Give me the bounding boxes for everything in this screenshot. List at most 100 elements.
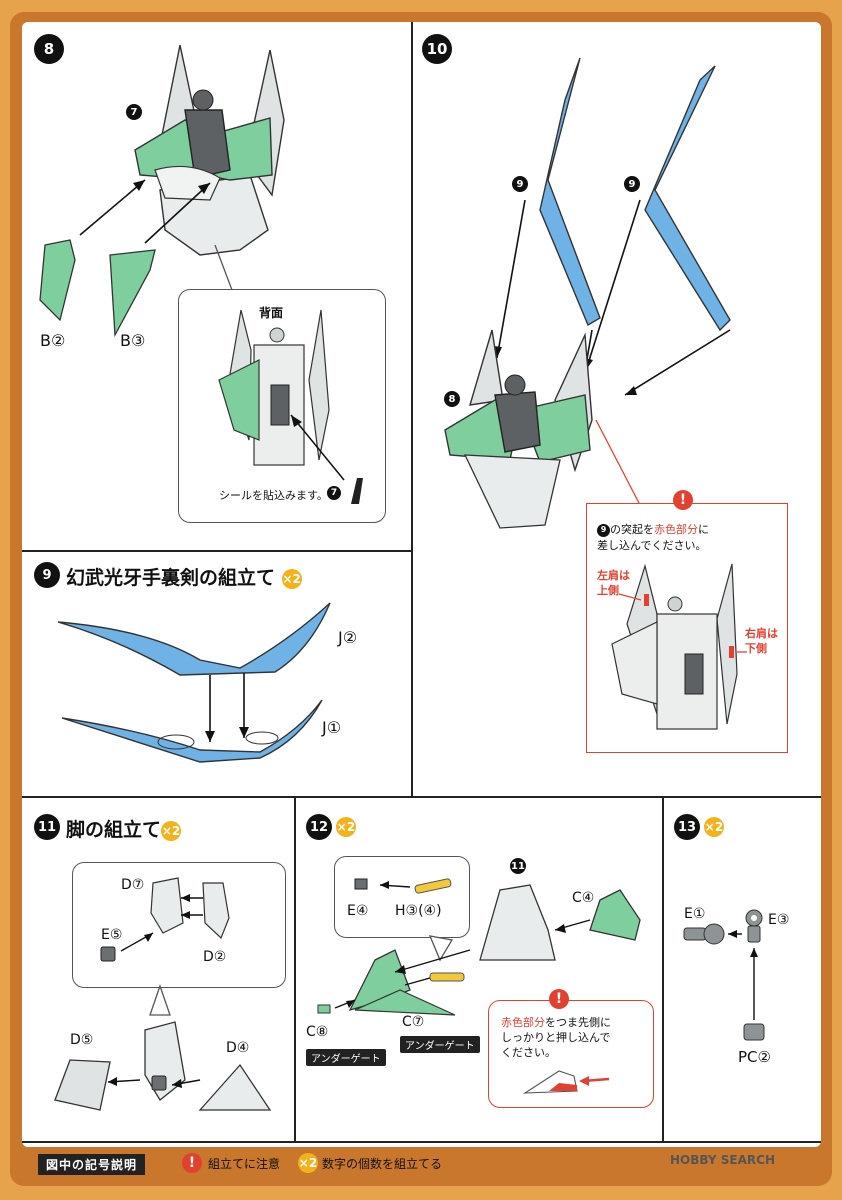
step-12-warning-icon: !	[549, 989, 569, 1009]
step-10-number: 10	[422, 34, 452, 64]
legend-warning-icon: !	[182, 1153, 202, 1173]
watermark-brand: HOBBY	[670, 1153, 717, 1167]
step-12-note: 赤色部分をつま先側に しっかりと押し込んで ください。	[501, 1015, 611, 1060]
blade-right	[644, 65, 731, 332]
part-label-d2: D②	[203, 949, 227, 965]
divider-v-b1	[294, 796, 296, 1141]
step-11-top-illustration	[100, 877, 230, 962]
blade-left	[539, 57, 601, 327]
note-post: に	[698, 523, 709, 536]
part-label-j1: J①	[322, 718, 342, 737]
step-8-knob	[192, 89, 214, 111]
part-b3-shape	[109, 249, 156, 338]
callout-sticker-ref: 7	[327, 486, 341, 500]
left-shoulder-label: 左肩は上側	[597, 568, 630, 598]
step-9-x2-icon: ×2	[281, 568, 302, 589]
step-12-note-l2: しっかりと押し込んで	[501, 1031, 611, 1044]
part-j2-shape	[57, 602, 331, 676]
step-11-title: 脚の組立て×2	[66, 815, 182, 842]
step-11-number: 11	[34, 814, 60, 840]
step-8-dark-core	[184, 109, 231, 179]
part-label-h3-4: H③(④)	[395, 903, 442, 919]
step-8-arrow-1	[79, 179, 146, 236]
step-12-note-red: 赤色部分	[501, 1016, 545, 1029]
note-line2: 差し込んでください。	[597, 539, 707, 552]
step-10-ref-right: 9	[624, 176, 640, 192]
part-j1-shape	[61, 699, 323, 763]
right-shoulder-l1: 右肩は	[745, 627, 778, 640]
step-12-number: 12	[306, 814, 332, 840]
callout-sticker-note: シールを貼込みます。	[219, 487, 328, 503]
step-13-number: 13	[674, 814, 700, 840]
divider-h-legend	[22, 1141, 821, 1143]
legend-x2-text: 数字の個数を組立てる	[322, 1157, 443, 1171]
part-label-c8: C⑧	[306, 1024, 329, 1040]
callout-back-title: 背面	[259, 306, 284, 320]
part-label-c7: C⑦	[402, 1014, 425, 1030]
step-10-note-ref: 9	[597, 523, 610, 537]
note-pre: の突起を	[610, 523, 654, 536]
step-12-note-l1: をつま先側に	[545, 1016, 611, 1029]
step-9-title-text: 幻武光牙手裏剣の組立て	[66, 567, 276, 589]
right-shoulder-label: 右肩は下側	[745, 626, 778, 656]
step-11-subassembly-callout: D⑦ E⑤ D②	[72, 862, 286, 988]
step-12-callout-illustration	[354, 878, 452, 894]
step-12-x2-icon: ×2	[336, 817, 356, 837]
part-label-c4: C④	[572, 890, 595, 906]
watermark-brand2: SEARCH	[720, 1153, 775, 1167]
under-gate-tag-c8: アンダーゲート	[306, 1049, 386, 1066]
step-12-subassembly-callout: E④ H③(④)	[334, 856, 470, 938]
right-shoulder-l2: 下側	[745, 642, 767, 655]
legend-x2-icon: ×2	[298, 1153, 318, 1173]
part-label-pc2: PC②	[738, 1048, 771, 1066]
step-11-title-text: 脚の組立て	[66, 819, 162, 841]
step-12-note-illustration	[523, 1070, 610, 1094]
part-label-e3: E③	[768, 912, 790, 928]
divider-h-mid	[22, 550, 412, 552]
legend-title: 図中の記号説明	[38, 1154, 146, 1175]
step-8-number: 8	[34, 34, 64, 64]
step-10-back-illustration	[611, 563, 747, 730]
left-shoulder-l1: 左肩は	[597, 569, 630, 582]
step-8-ref-bubble: 7	[126, 104, 142, 120]
part-label-e4: E④	[347, 903, 369, 919]
part-label-j2: J②	[338, 628, 358, 647]
step-10-ref-left: 9	[512, 176, 528, 192]
step-8-back-illustration	[218, 309, 363, 504]
step-10-warning-icon: !	[673, 490, 693, 510]
part-label-d7: D⑦	[121, 877, 145, 893]
step-9-title: 幻武光牙手裏剣の組立て ×2	[66, 563, 302, 590]
hobby-search-watermark: HOBBY SEARCH	[670, 1153, 775, 1167]
part-label-b2: B②	[40, 331, 66, 350]
part-label-b3: B③	[120, 331, 146, 350]
part-label-d4: D④	[226, 1040, 250, 1056]
divider-v-top	[411, 22, 413, 796]
step-9-number: 9	[34, 562, 60, 588]
note-red: 赤色部分	[654, 523, 698, 536]
symbol-legend: 図中の記号説明 ! 組立てに注意 ×2 数字の個数を組立てる HOBBY SEA…	[22, 1148, 821, 1178]
step-12-note-l3: ください。	[501, 1046, 556, 1059]
part-label-d5: D⑤	[70, 1032, 94, 1048]
step-11-x2-icon: ×2	[161, 820, 182, 841]
under-gate-tag-c7: アンダーゲート	[400, 1036, 480, 1053]
part-label-e1: E①	[684, 906, 706, 922]
step-12-ref-bubble: 11	[510, 858, 526, 874]
part-label-e5: E⑤	[101, 927, 123, 943]
step-10-ref-head: 8	[444, 391, 460, 407]
part-b2-shape	[39, 239, 76, 322]
step-8-back-callout: 背面 シールを貼込みます。 7	[178, 289, 386, 523]
divider-v-b2	[662, 796, 664, 1141]
divider-h-bottom	[22, 796, 821, 798]
left-shoulder-l2: 上側	[597, 584, 619, 597]
step-12-note-box: ! 赤色部分をつま先側に しっかりと押し込んで ください。	[488, 989, 654, 1108]
step-8-arrow-2	[144, 182, 211, 244]
legend-warning-text: 組立てに注意	[208, 1157, 281, 1171]
